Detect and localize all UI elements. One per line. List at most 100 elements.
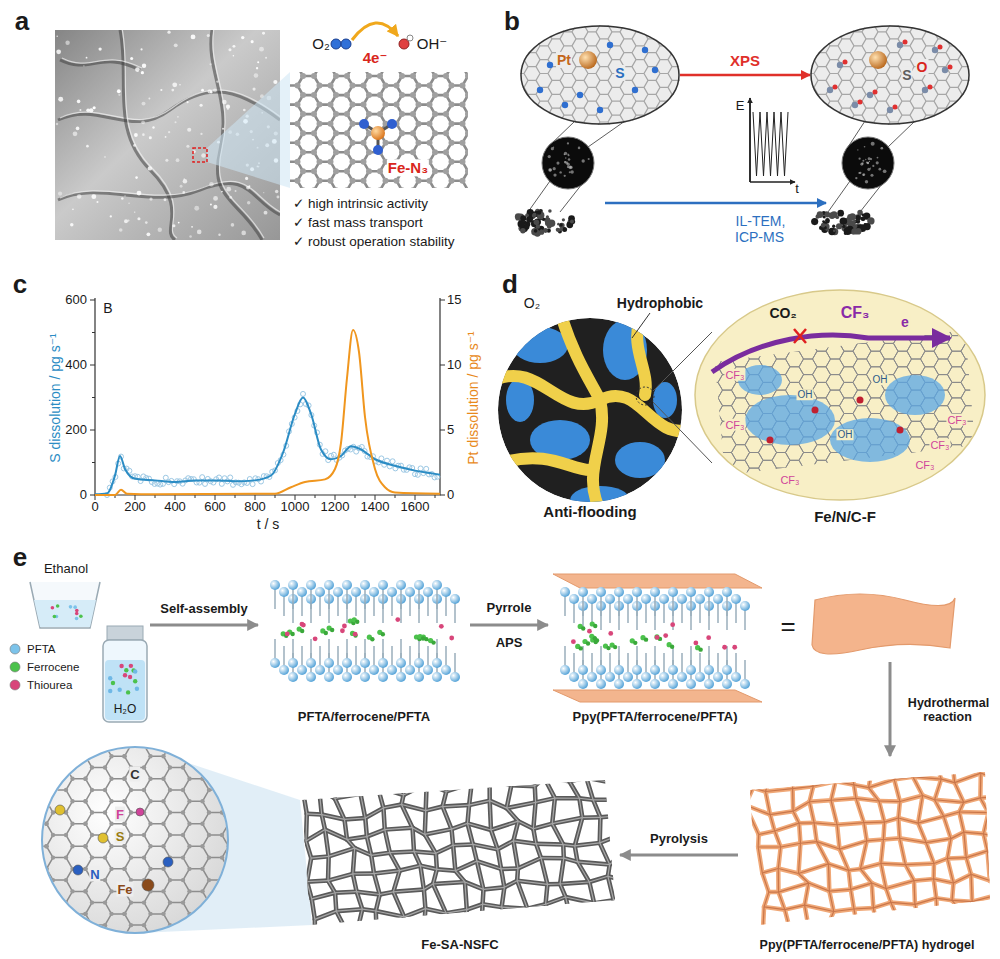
- wall: [465, 882, 467, 910]
- sulfur-atom: [867, 92, 873, 98]
- pfta-head: [369, 587, 379, 597]
- wall-edge: [804, 765, 813, 787]
- wall-edge: [417, 765, 427, 783]
- catalyst-powder: [832, 225, 835, 228]
- panel-d: [495, 290, 993, 514]
- tem-speck: [859, 172, 861, 174]
- carbon-atom: [317, 178, 323, 184]
- wall: [778, 869, 798, 874]
- wall-edge: [322, 815, 345, 820]
- wall: [424, 909, 425, 925]
- wall: [886, 889, 891, 903]
- wall-edge: [840, 841, 867, 849]
- single-atom-dot: [194, 206, 199, 211]
- wall-edge: [785, 910, 790, 930]
- wall: [472, 780, 490, 784]
- wall: [480, 889, 485, 904]
- wall-edge: [785, 905, 805, 910]
- wall: [809, 802, 814, 823]
- wall-edge: [328, 874, 353, 881]
- wall: [935, 760, 941, 779]
- ferrocene: [633, 641, 637, 645]
- wall: [894, 777, 913, 780]
- wall-edge: [952, 757, 971, 762]
- single-atom-dot: [263, 192, 264, 193]
- pfta-head: [632, 665, 642, 675]
- tem-speck: [860, 163, 863, 166]
- carbon-atom: [449, 140, 455, 146]
- carbon-atom: [443, 187, 449, 188]
- wall-edge: [314, 919, 315, 938]
- wall-edge: [397, 917, 404, 928]
- solute-dot: [73, 605, 77, 609]
- wall: [905, 865, 914, 881]
- wall: [609, 750, 632, 755]
- single-atom-dot: [172, 224, 175, 227]
- x-tick: [315, 495, 316, 498]
- wall-edge: [357, 892, 380, 895]
- pfta-head: [605, 672, 615, 682]
- wall-edge: [517, 881, 527, 909]
- single-atom-dot: [245, 177, 248, 180]
- wall-edge: [489, 780, 490, 801]
- ferrocene: [670, 644, 674, 648]
- wall: [600, 843, 610, 865]
- fe-site: [767, 437, 774, 444]
- wall-edge: [453, 845, 455, 870]
- wall: [912, 881, 917, 905]
- x-tick: [395, 495, 396, 498]
- wall-edge: [333, 771, 335, 799]
- catalyst-powder: [546, 215, 549, 218]
- single-atom-dot: [213, 205, 217, 209]
- solute-dot: [117, 688, 121, 692]
- single-atom-dot: [251, 40, 254, 43]
- ferrocene: [698, 647, 702, 651]
- wall-edge: [952, 883, 953, 900]
- wall-edge: [935, 760, 941, 779]
- carbon-atom: [344, 111, 350, 117]
- wall: [758, 847, 762, 873]
- carbon-atom: [443, 149, 449, 155]
- carbon-atom: [366, 92, 372, 98]
- carbon-atom: [460, 140, 466, 146]
- wall: [357, 892, 363, 909]
- wall-edge: [799, 823, 800, 843]
- pfta-head: [650, 679, 660, 689]
- sulfur-atom: [537, 87, 543, 93]
- pfta-head: [623, 594, 633, 604]
- wall: [483, 763, 490, 779]
- single-atom-dot: [201, 89, 204, 92]
- interface-ground: [695, 290, 985, 500]
- wall: [854, 785, 856, 798]
- thiourea: [285, 632, 290, 637]
- wall-edge: [879, 800, 900, 802]
- wall: [785, 905, 805, 910]
- potential-axes: [750, 98, 795, 182]
- wall-edge: [938, 914, 964, 922]
- wall: [840, 849, 849, 870]
- wall-edge: [966, 858, 971, 875]
- wall: [446, 913, 451, 931]
- single-atom-dot: [189, 235, 192, 238]
- wall: [344, 819, 347, 839]
- pfta-head: [686, 587, 696, 597]
- wall-edge: [390, 852, 414, 853]
- wall-edge: [854, 908, 873, 909]
- pfta-head: [405, 665, 415, 675]
- wall: [894, 779, 900, 801]
- wall: [544, 778, 555, 798]
- s-measurement: [354, 449, 359, 454]
- wall: [526, 909, 528, 930]
- wall-edge: [374, 871, 400, 874]
- catalyst-powder: [559, 228, 562, 231]
- wall: [964, 798, 981, 802]
- wall: [766, 771, 772, 792]
- single-atom-dot: [176, 158, 180, 162]
- wall-edge: [385, 830, 390, 853]
- single-atom-dot: [121, 197, 124, 200]
- wall-edge: [980, 796, 999, 798]
- wall: [336, 911, 346, 929]
- carbon-atom: [317, 121, 323, 127]
- wall: [792, 762, 804, 767]
- wall: [487, 780, 492, 801]
